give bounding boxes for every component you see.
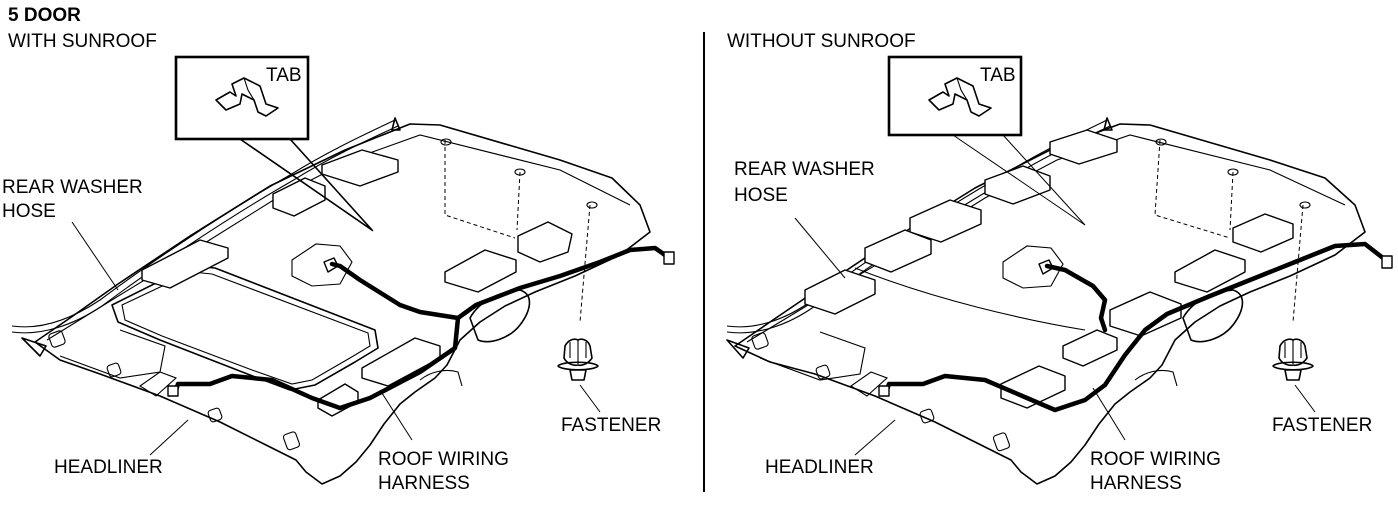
left-headliner-outline (34, 123, 651, 485)
left-roof-wiring-harness-label-line2: HARNESS (378, 473, 470, 494)
right-rear-washer-hose-label-line1: REAR WASHER (734, 159, 875, 180)
right-variant-label: WITHOUT SUNROOF (727, 31, 916, 52)
right-roof-wiring-harness-label-line1: ROOF WIRING (1090, 449, 1221, 470)
left-tab-label: TAB (266, 65, 302, 86)
right-headliner-illustration (726, 55, 1393, 485)
heading: 5 DOOR (8, 5, 81, 26)
left-rear-washer-hose-label-line2: HOSE (2, 201, 56, 222)
left-roof-wiring-harness-label-line1: ROOF WIRING (378, 449, 509, 470)
left-fastener-label: FASTENER (561, 415, 662, 436)
right-fastener-label: FASTENER (1272, 415, 1373, 436)
left-variant-label: WITH SUNROOF (8, 31, 157, 52)
right-headliner-label: HEADLINER (765, 457, 874, 478)
right-roof-wiring-harness-label-line2: HARNESS (1090, 473, 1182, 494)
left-tab-icon (215, 77, 279, 117)
right-rear-washer-hose-label-line2: HOSE (734, 185, 788, 206)
right-roof-wiring-harness (884, 241, 1386, 413)
left-fastener-icon (557, 338, 599, 381)
left-headliner-illustration (11, 55, 675, 485)
right-fastener-icon (1272, 338, 1314, 381)
right-tab-label: TAB (980, 65, 1016, 86)
right-tab-icon (928, 77, 992, 117)
panel-divider (703, 32, 705, 492)
left-headliner-label: HEADLINER (54, 457, 163, 478)
left-rear-washer-hose-label-line1: REAR WASHER (2, 177, 143, 198)
left-roof-wiring-harness (173, 245, 668, 411)
